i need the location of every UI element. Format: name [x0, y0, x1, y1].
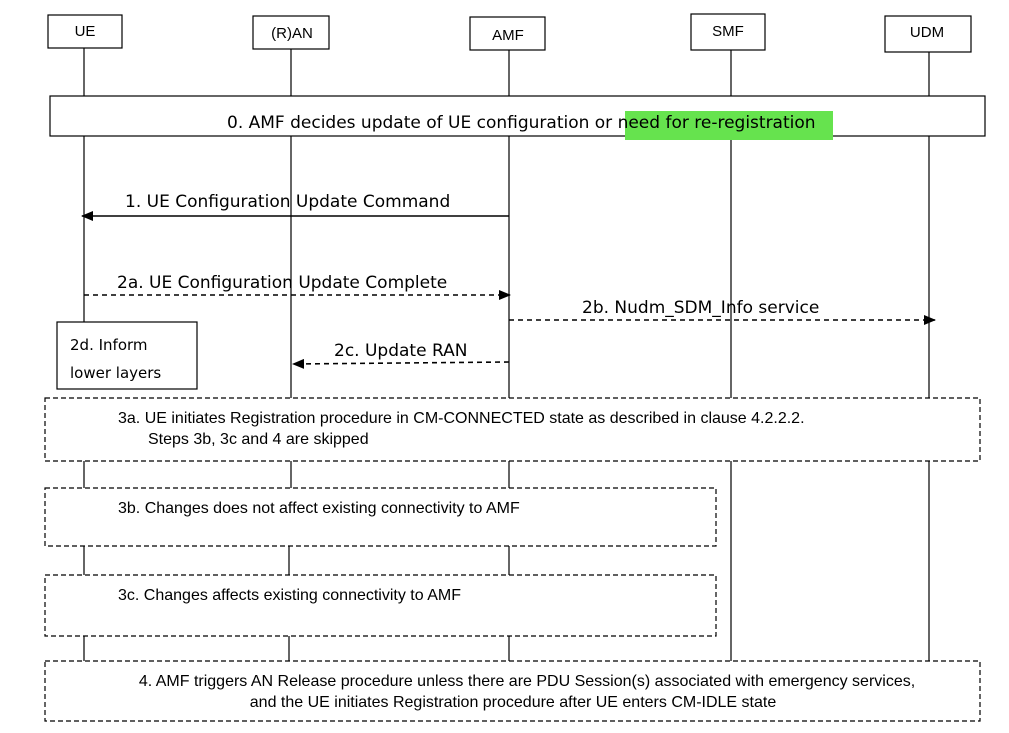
- participant-box: [47, 14, 123, 49]
- arrow: [292, 358, 510, 369]
- message-2a: 2a. UE Configuration Update Complete: [84, 273, 511, 300]
- step-3a-line-1: 3a. UE initiates Registration procedure …: [118, 410, 805, 427]
- participant-label: (R)AN: [271, 25, 313, 42]
- participant-label: SMF: [712, 23, 744, 40]
- step-4-line-2: and the UE initiates Registration proced…: [250, 694, 777, 711]
- inform-line-2: lower layers: [70, 364, 161, 382]
- inform-lower-layers-box: 2d. Inform lower layers: [56, 321, 198, 390]
- participant-smf: SMF: [690, 13, 766, 51]
- step-3b-box: 3b. Changes does not affect existing con…: [44, 487, 717, 547]
- participant-udm: UDM: [884, 15, 972, 53]
- step-3a-frame: [44, 397, 981, 462]
- participant-box: [252, 15, 330, 50]
- participant-ran: (R)AN: [252, 15, 330, 50]
- step-0-text-a: 0. AMF decides update of UE configuratio…: [227, 113, 618, 133]
- message-label: 1. UE Configuration Update Command: [125, 192, 450, 212]
- step-4-box: 4. AMF triggers AN Release procedure unl…: [44, 660, 981, 722]
- message-label: 2b. Nudm_SDM_Info service: [582, 298, 819, 318]
- message-1: 1. UE Configuration Update Command: [81, 192, 509, 221]
- step-3b-line-1: 3b. Changes does not affect existing con…: [118, 500, 520, 517]
- step-3c-line-1: 3c. Changes affects existing connectivit…: [118, 587, 461, 604]
- step-0-text-b: need for re-registration: [618, 113, 816, 133]
- step-3a-box: 3a. UE initiates Registration procedure …: [44, 397, 981, 462]
- step-4-frame: [44, 660, 981, 722]
- inform-line-1: 2d. Inform: [70, 336, 148, 354]
- step-0-box: 0. AMF decides update of UE configuratio…: [49, 95, 986, 140]
- participant-ue: UE: [47, 14, 123, 49]
- lifelines: [83, 48, 930, 661]
- participant-box: [469, 16, 546, 51]
- participant-label: UDM: [910, 24, 944, 41]
- participant-label: AMF: [492, 27, 524, 44]
- message-2b: 2b. Nudm_SDM_Info service: [509, 298, 936, 325]
- step-3c-frame: [44, 574, 717, 637]
- step-3c-box: 3c. Changes affects existing connectivit…: [44, 574, 717, 637]
- participant-box: [884, 15, 972, 53]
- message-2c: 2c. Update RAN: [292, 341, 510, 369]
- step-4-line-1: 4. AMF triggers AN Release procedure unl…: [139, 673, 915, 690]
- step-0-text: 0. AMF decides update of UE configuratio…: [227, 113, 816, 133]
- participant-box: [690, 13, 766, 51]
- message-label: 2c. Update RAN: [334, 341, 467, 361]
- participant-label: UE: [75, 23, 96, 40]
- message-label: 2a. UE Configuration Update Complete: [117, 273, 447, 293]
- highlight: [625, 111, 833, 140]
- step-3a-line-2: Steps 3b, 3c and 4 are skipped: [148, 431, 369, 448]
- participant-amf: AMF: [469, 16, 546, 51]
- inform-frame: [56, 321, 198, 390]
- step-3b-frame: [44, 487, 717, 547]
